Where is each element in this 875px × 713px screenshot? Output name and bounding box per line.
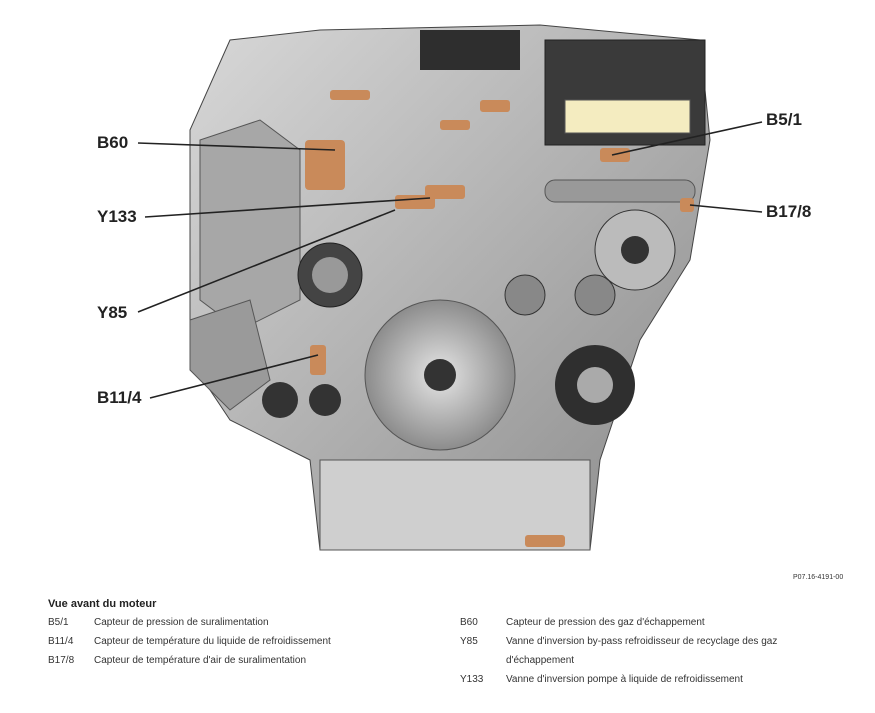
callout-b60: B60 [97,133,129,152]
callout-y85: Y85 [97,303,128,322]
callout-b5-1: B5/1 [766,110,802,129]
figure-reference: P07.16-4191-00 [793,574,844,581]
legend-item: d'échappement [506,655,575,666]
engine-body [189,24,711,551]
callout-b17-8: B17/8 [766,202,812,221]
legend-title: Vue avant du moteur [48,598,157,610]
callout-b11-4: B11/4 [97,388,142,407]
callout-y133: Y133 [97,207,137,226]
leader-lines [137,121,763,399]
engine-illustration [137,24,763,551]
